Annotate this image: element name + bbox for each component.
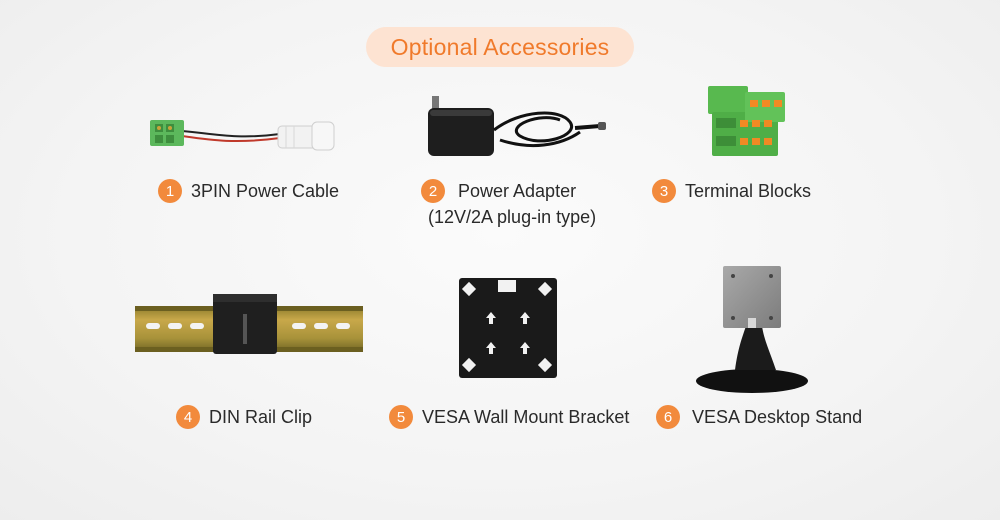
din-rail-clip-icon — [135, 294, 363, 354]
vesa-wall-bracket-icon — [459, 278, 557, 378]
power-cable-icon — [150, 120, 335, 151]
accessory-name: Terminal Blocks — [685, 180, 812, 201]
number-badge: 5 — [389, 405, 413, 429]
accessory-name: VESA Wall Mount Bracket — [422, 406, 630, 427]
terminal-blocks-icon — [708, 86, 785, 156]
number-badge: 4 — [176, 405, 200, 429]
accessory-detail: (12V/2A plug-in type) — [428, 207, 597, 227]
accessory-name: DIN Rail Clip — [209, 406, 313, 427]
accessory-name: VESA Desktop Stand — [692, 406, 863, 427]
number-badge: 6 — [656, 405, 680, 429]
power-adapter-icon — [428, 96, 606, 156]
number-badge: 1 — [158, 179, 182, 203]
number-badge: 2 — [421, 179, 445, 203]
number-badge: 3 — [652, 179, 676, 203]
vesa-desktop-stand-icon — [696, 266, 808, 393]
accessory-name: Power Adapter — [458, 180, 577, 201]
accessory-name: 3PIN Power Cable — [191, 180, 340, 201]
section-title: Optional Accessories — [366, 27, 634, 67]
